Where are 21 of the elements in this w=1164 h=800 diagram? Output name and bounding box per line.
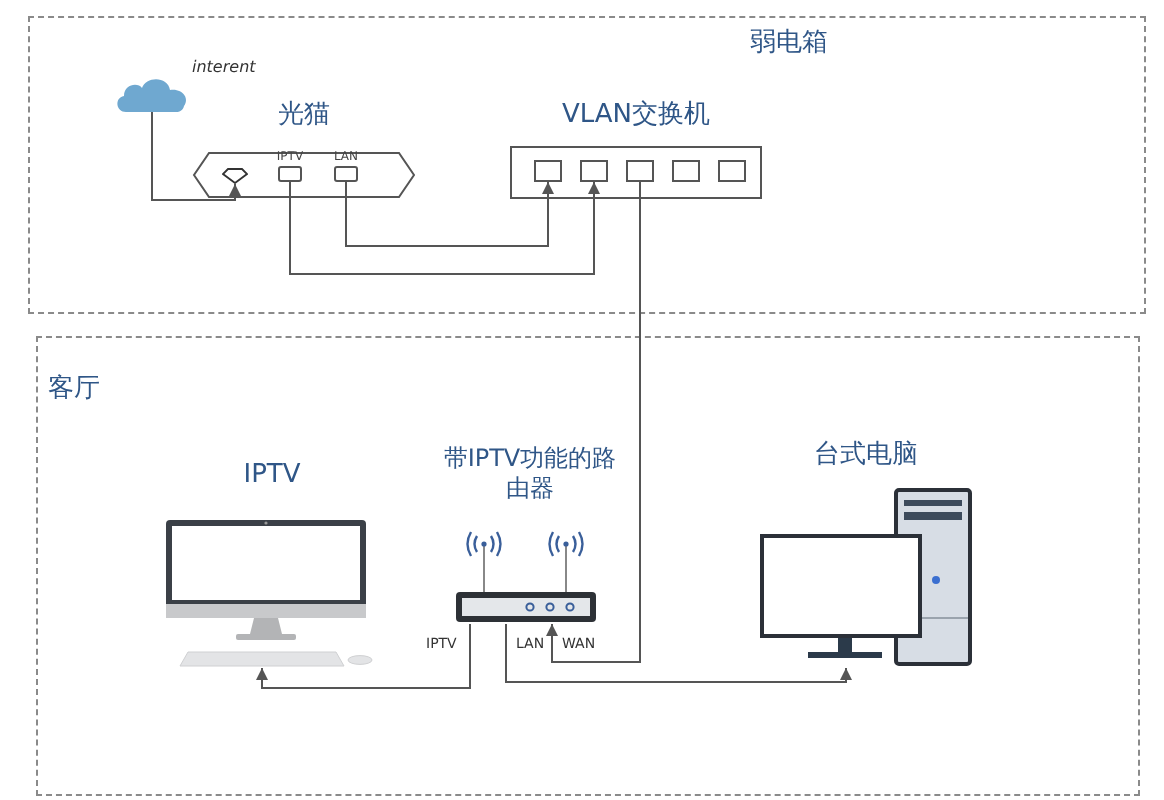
dashed-zone bbox=[28, 16, 1146, 314]
port bbox=[672, 160, 700, 182]
device-label: IPTV bbox=[241, 460, 303, 493]
zone-title: 弱电箱 bbox=[750, 28, 828, 60]
zone-title: 客厅 bbox=[48, 374, 100, 406]
connector bbox=[256, 623, 471, 689]
port bbox=[534, 160, 562, 182]
connector bbox=[345, 181, 554, 247]
device-label: 光猫 bbox=[276, 100, 332, 133]
connector bbox=[151, 111, 241, 201]
device-label: 带IPTV功能的路由器 bbox=[441, 444, 619, 504]
cloud-label: interent bbox=[192, 58, 256, 78]
device-label: 台式电脑 bbox=[812, 440, 920, 473]
device-label: VLAN交换机 bbox=[559, 100, 713, 133]
connector bbox=[546, 181, 641, 663]
port bbox=[580, 160, 608, 182]
connector bbox=[505, 623, 852, 683]
port bbox=[718, 160, 746, 182]
port bbox=[626, 160, 654, 182]
connector bbox=[289, 181, 600, 275]
dashed-zone bbox=[36, 336, 1140, 796]
